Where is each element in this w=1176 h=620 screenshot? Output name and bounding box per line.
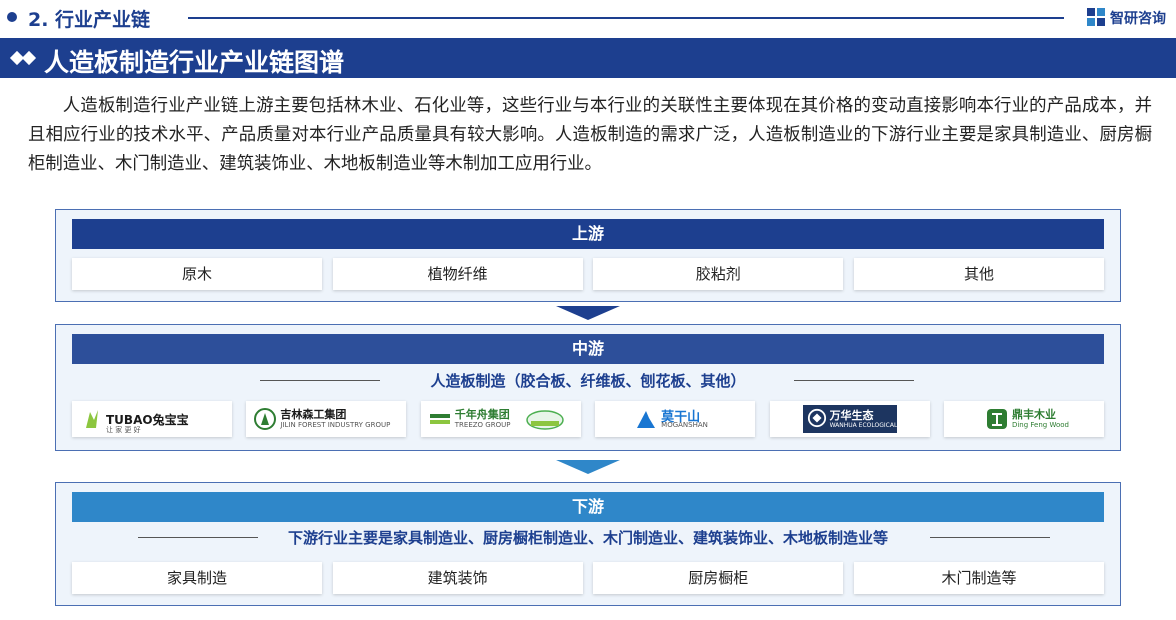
flow-arrow-icon: [556, 306, 620, 320]
subtitle-rule-left: [260, 380, 380, 381]
downstream-items: 家具制造 建筑装饰 厨房橱柜 木门制造等: [72, 562, 1104, 594]
upstream-item: 原木: [72, 258, 322, 290]
upstream-header: 上游: [72, 219, 1104, 249]
company-logo: 吉林森工集团 JILIN FOREST INDUSTRY GROUP: [246, 401, 407, 437]
section-header: 2. 行业产业链 智研咨询: [0, 0, 1176, 34]
dingfeng-seal-icon: [986, 409, 1007, 429]
title-band: 人造板制造行业产业链图谱: [0, 38, 1176, 78]
subtitle-rule-left: [138, 537, 258, 538]
section-title: 2. 行业产业链: [28, 9, 151, 31]
brand-name: 智研咨询: [1110, 11, 1166, 27]
company-logo: 鼎丰木业 Ding Feng Wood: [943, 401, 1104, 437]
subtitle-rule-right: [794, 380, 914, 381]
intro-paragraph: 人造板制造行业产业链上游主要包括林木业、石化业等，这些行业与本行业的关联性主要体…: [28, 96, 1152, 174]
upstream-item: 其他: [853, 258, 1104, 290]
company-logo-sub: Ding Feng Wood: [1011, 421, 1069, 429]
company-logo: 莫干山 MOGANSHAN: [595, 401, 756, 437]
downstream-item: 建筑装饰: [332, 562, 583, 594]
upstream-items: 原木 植物纤维 胶粘剂 其他: [72, 258, 1104, 290]
company-logo-sub: 让 家 更 好: [106, 426, 141, 434]
company-logo-name: 吉林森工集团: [280, 408, 347, 421]
tubao-rabbit-icon: [86, 410, 98, 428]
page-title: 人造板制造行业产业链图谱: [44, 48, 345, 77]
brand-mark-icon: [1087, 8, 1105, 26]
downstream-item: 家具制造: [72, 562, 322, 594]
downstream-item: 木门制造等: [853, 562, 1104, 594]
downstream-item: 厨房橱柜: [593, 562, 844, 594]
company-logo-name: 鼎丰木业: [1011, 408, 1056, 421]
downstream-subtitle: 下游行业主要是家具制造业、厨房橱柜制造业、木门制造业、建筑装饰业、木地板制造业等: [287, 529, 888, 547]
midstream-header: 中游: [72, 334, 1104, 364]
wanhua-emblem-icon: [807, 408, 826, 428]
treezo-leaf-icon: [429, 414, 450, 424]
company-logo-sub: MOGANSHAN: [661, 421, 708, 429]
diamond-icon: [21, 50, 37, 66]
company-logo-sub: TREEZO GROUP: [454, 421, 511, 429]
bullet-icon: [7, 12, 17, 22]
green-badge-icon: [526, 410, 564, 430]
header-divider: [188, 17, 1064, 19]
moganshan-mountain-icon: [637, 411, 656, 428]
company-logo-sub: WANHUA ECOLOGICAL: [829, 422, 898, 429]
downstream-panel: 下游 下游行业主要是家具制造业、厨房橱柜制造业、木门制造业、建筑装饰业、木地板制…: [55, 482, 1121, 606]
brand-logo: 智研咨询: [1086, 6, 1172, 30]
midstream-subtitle: 人造板制造（胶合板、纤维板、刨花板、其他）: [430, 372, 746, 390]
midstream-panel: 中游 人造板制造（胶合板、纤维板、刨花板、其他） TUBAO兔宝宝 让 家 更 …: [55, 324, 1121, 451]
flow-arrow-icon: [556, 460, 620, 474]
company-logo-name: TUBAO兔宝宝: [106, 413, 189, 427]
company-logo: 千年舟集团 TREEZO GROUP: [420, 401, 581, 437]
downstream-subtitle-row: 下游行业主要是家具制造业、厨房橱柜制造业、木门制造业、建筑装饰业、木地板制造业等: [72, 525, 1104, 551]
upstream-panel: 上游 原木 植物纤维 胶粘剂 其他: [55, 209, 1121, 302]
company-logo-name: 千年舟集团: [454, 408, 510, 421]
downstream-header: 下游: [72, 492, 1104, 522]
subtitle-rule-right: [930, 537, 1050, 538]
company-logo-name: 莫干山: [661, 410, 701, 425]
company-logo: 万华生态 WANHUA ECOLOGICAL: [769, 401, 930, 437]
midstream-subtitle-row: 人造板制造（胶合板、纤维板、刨花板、其他）: [72, 368, 1104, 394]
company-logo-name: 万华生态: [829, 409, 874, 422]
company-logo: TUBAO兔宝宝 让 家 更 好: [72, 401, 232, 437]
jilin-tree-icon: [254, 408, 277, 430]
company-logo-sub: JILIN FOREST INDUSTRY GROUP: [280, 421, 391, 429]
upstream-item: 胶粘剂: [593, 258, 844, 290]
midstream-logos: TUBAO兔宝宝 让 家 更 好 吉林森工集团 JILIN FOREST IND…: [72, 401, 1104, 437]
upstream-item: 植物纤维: [332, 258, 583, 290]
